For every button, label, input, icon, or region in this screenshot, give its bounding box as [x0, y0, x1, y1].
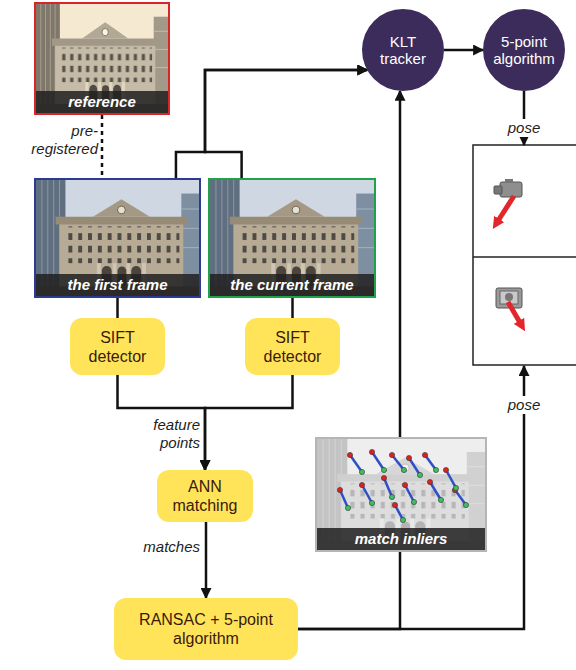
flow-arrow [444, 49, 483, 52]
match-points-green-part [359, 469, 364, 474]
match-points-green-part [381, 467, 386, 472]
edge-label: pre-registered [18, 122, 98, 158]
camera-icon-part [500, 182, 522, 197]
match-points-red-part [443, 467, 448, 472]
process-box: ANN matching [157, 470, 253, 522]
match-vectors-part [384, 478, 392, 497]
process-circle: KLT tracker [362, 9, 444, 91]
node-label: SIFT detector [253, 328, 332, 366]
camera-icon-part [505, 293, 513, 301]
reference-photo [36, 4, 168, 113]
match-vectors-part [430, 482, 441, 500]
pose-label: pose [503, 396, 545, 414]
process-box: RANSAC + 5-point algorithm [114, 598, 298, 660]
process-box: SIFT detector [245, 318, 340, 375]
camera-icon-part [508, 302, 522, 326]
match-points-red-part [402, 482, 407, 487]
match-points-green-part [433, 467, 438, 472]
match-points-red [337, 449, 457, 507]
match-points-red-part [392, 502, 397, 507]
frame-photo-box: the current frame [208, 178, 376, 298]
photo-caption: the first frame [36, 274, 199, 296]
match-points-red-part [389, 452, 394, 457]
match-vectors [340, 452, 466, 520]
flow-arrow [205, 375, 293, 470]
match-inliers-photo-part [317, 439, 485, 550]
first-frame-photo-part [36, 180, 199, 296]
pose-panel-part [473, 256, 576, 258]
match-points-green [345, 467, 468, 522]
match-inliers-photo-part [317, 439, 485, 550]
camera-icon-part [496, 196, 514, 224]
match-points-green-part [369, 500, 374, 505]
flow-arrow [205, 70, 367, 178]
match-points-red-part [369, 449, 374, 454]
pose-panel-part [473, 145, 576, 365]
camera-icon [496, 288, 522, 326]
dashed-connector [101, 115, 104, 178]
photo-caption: reference [36, 91, 168, 113]
node-label: ANN matching [165, 477, 245, 515]
match-points-green-part [453, 485, 458, 490]
inliers-photo-box: match inliers [315, 437, 487, 552]
camera-icon-part [505, 179, 513, 183]
match-points-red-part [359, 482, 364, 487]
camera-icon-part [494, 186, 502, 194]
photo-caption: match inliers [317, 528, 485, 550]
match-inliers-photo [317, 439, 485, 550]
edge-label: matches [110, 538, 200, 556]
match-points-green-part [401, 467, 406, 472]
match-points-red-part [381, 475, 386, 480]
match-points-green-part [463, 502, 468, 507]
node-label: SIFT detector [78, 328, 157, 366]
match-points-red-part [427, 479, 432, 484]
current-frame-photo [210, 180, 374, 296]
flow-arrow [399, 91, 402, 437]
flow-arrow [291, 298, 294, 318]
match-vectors-part [372, 452, 384, 470]
pose-arrows-part [298, 366, 524, 629]
node-label: RANSAC + 5-point algorithm [122, 610, 290, 648]
flow-arrow [176, 70, 367, 178]
match-points-red-part [422, 452, 427, 457]
match-points-green-part [345, 505, 350, 510]
current-frame-photo-part [210, 180, 374, 296]
match-vectors-part [340, 490, 348, 508]
match-points-red-part [347, 452, 352, 457]
match-points-green-part [400, 517, 405, 522]
match-vectors-part [350, 455, 362, 472]
flow-arrow [205, 522, 208, 598]
camera-icon [494, 179, 522, 224]
pose-label: pose [503, 119, 545, 137]
reference-photo-box: reference [34, 2, 170, 115]
flow-arrow [298, 552, 400, 629]
process-circle: 5-point algorithm [483, 9, 565, 91]
circle-shape [483, 9, 565, 91]
match-points-green-part [438, 497, 443, 502]
match-vectors-part [446, 470, 456, 488]
process-box: SIFT detector [70, 318, 165, 375]
match-points-green-part [411, 499, 416, 504]
match-vectors-part [362, 485, 372, 503]
first-frame-photo [36, 180, 199, 296]
photo-caption: the current frame [210, 274, 374, 296]
pose-panel [473, 145, 576, 365]
circle-shape [362, 9, 444, 91]
frame-photo-box: the first frame [34, 178, 201, 298]
match-vectors-part [409, 458, 420, 475]
match-points-green-part [417, 472, 422, 477]
flow-arrow [118, 375, 206, 470]
match-points-green-part [389, 494, 394, 499]
match-points-red-part [406, 455, 411, 460]
edge-label: feature points [124, 416, 200, 452]
match-points-red-part [337, 487, 342, 492]
reference-photo-part [36, 4, 168, 113]
flow-arrow [116, 298, 119, 318]
node-label: KLT tracker [370, 33, 436, 67]
node-label: 5-point algorithm [491, 33, 557, 67]
